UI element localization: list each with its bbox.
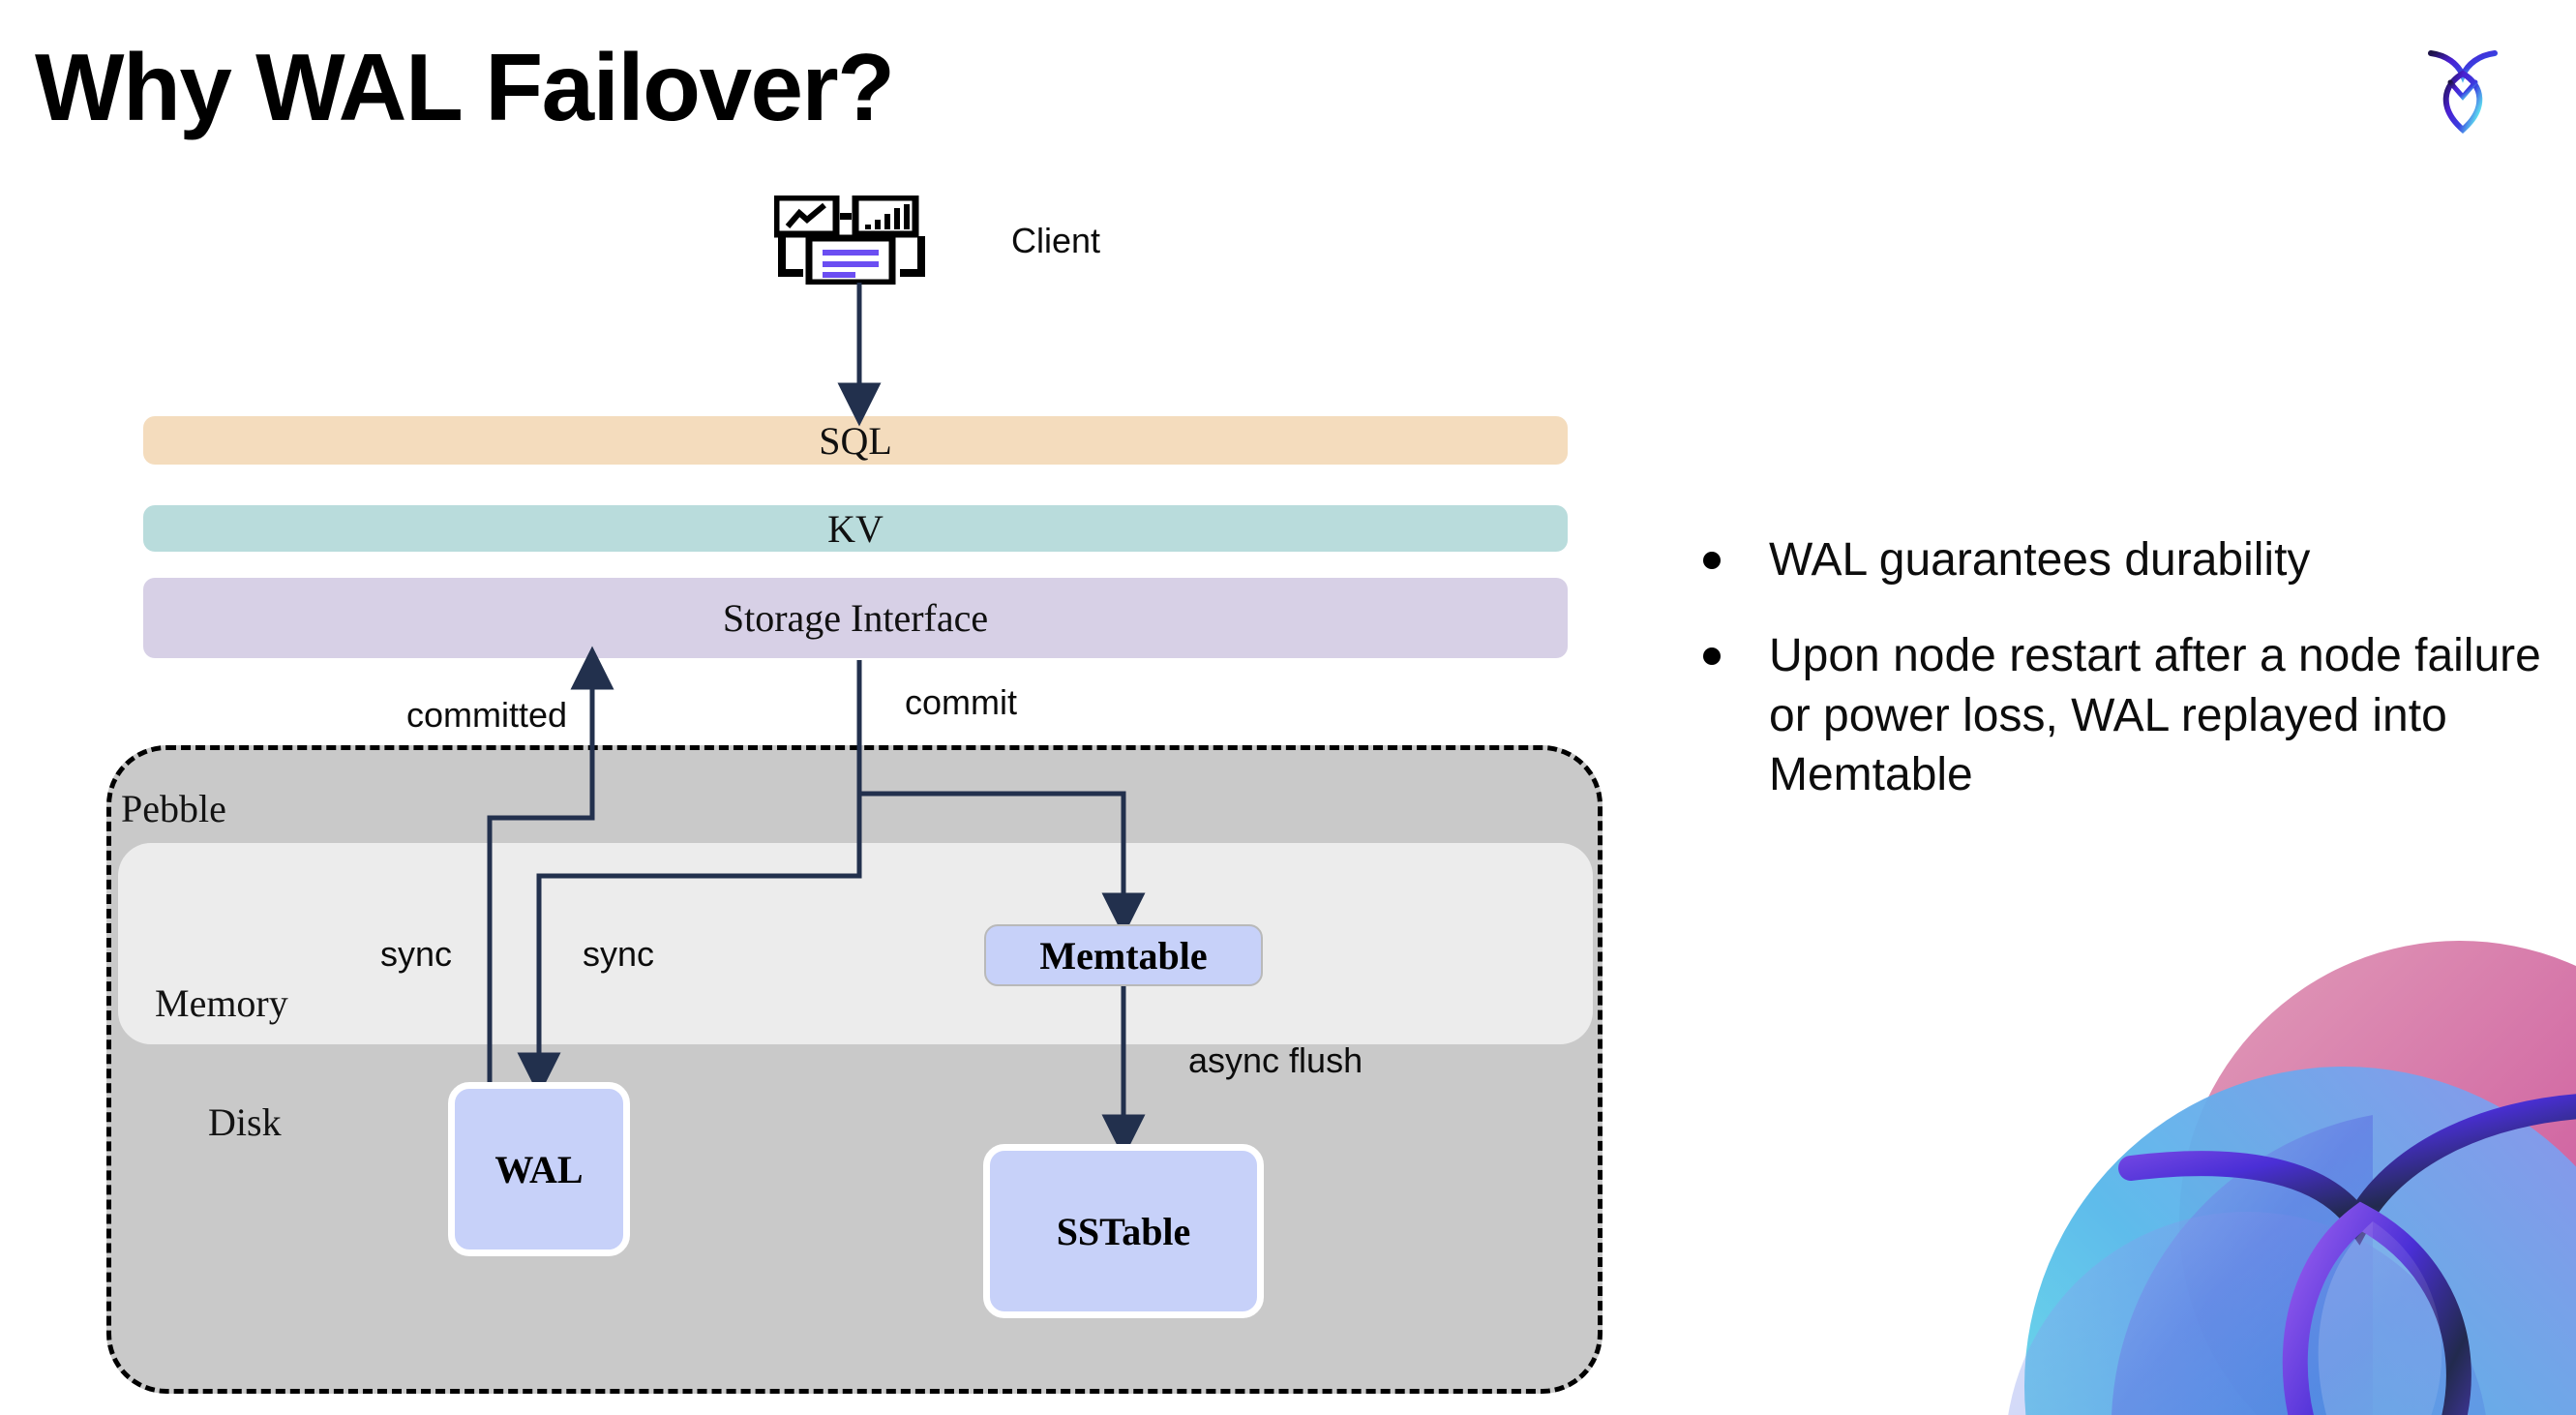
layer-bar-sql-label: SQL bbox=[819, 418, 892, 463]
pebble-label: Pebble bbox=[121, 787, 226, 830]
bullet-text: Upon node restart after a node failure o… bbox=[1769, 630, 2541, 801]
flow-label-committed: committed bbox=[406, 695, 568, 735]
bullet-dot-icon bbox=[1703, 552, 1721, 569]
store-box-sstable: SSTable bbox=[983, 1144, 1264, 1318]
list-item: Upon node restart after a node failure o… bbox=[1703, 626, 2555, 804]
memory-panel bbox=[118, 843, 1593, 1044]
layer-bar-kv-label: KV bbox=[827, 506, 884, 551]
bullet-dot-icon bbox=[1703, 647, 1721, 666]
layer-bar-storage-interface: Storage Interface bbox=[143, 578, 1568, 658]
layer-bar-kv: KV bbox=[143, 505, 1568, 552]
layer-bar-storage-interface-label: Storage Interface bbox=[722, 596, 989, 640]
cockroach-leaf-logo-icon bbox=[2410, 37, 2516, 143]
flow-label-sync-right: sync bbox=[583, 934, 655, 974]
store-box-sstable-label: SSTable bbox=[1056, 1209, 1191, 1253]
store-box-memtable-label: Memtable bbox=[1039, 933, 1208, 978]
bullet-list: WAL guarantees durability Upon node rest… bbox=[1703, 530, 2555, 842]
layer-bar-sql: SQL bbox=[143, 416, 1568, 465]
page-title: Why WAL Failover? bbox=[35, 34, 895, 140]
cockroach-logo-watermark-icon bbox=[1957, 931, 2576, 1415]
flow-label-async-flush: async flush bbox=[1188, 1040, 1363, 1080]
store-box-wal-label: WAL bbox=[494, 1147, 584, 1191]
list-item: WAL guarantees durability bbox=[1703, 530, 2555, 589]
client-dashboard-icon bbox=[772, 194, 929, 286]
memory-label: Memory bbox=[155, 981, 288, 1025]
store-box-memtable: Memtable bbox=[984, 924, 1263, 986]
flow-label-commit: commit bbox=[905, 682, 1017, 722]
bullet-text: WAL guarantees durability bbox=[1769, 534, 2311, 586]
store-box-wal: WAL bbox=[448, 1082, 630, 1256]
flow-label-sync-left: sync bbox=[380, 934, 453, 974]
client-label: Client bbox=[1011, 221, 1101, 260]
disk-label: Disk bbox=[208, 1100, 282, 1144]
